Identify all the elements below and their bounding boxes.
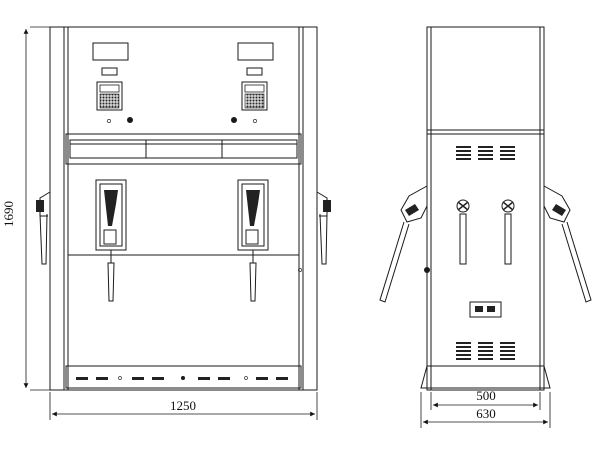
side-view — [379, 26, 592, 428]
front-outer-frame — [49, 26, 318, 391]
display-unit-right — [231, 42, 274, 123]
height-dimension — [23, 26, 50, 391]
side-nozzle-right-profile — [543, 185, 592, 303]
keypad-right — [244, 93, 265, 109]
valve-right — [501, 199, 515, 265]
nozzle-holster-left — [95, 179, 127, 302]
valve-left — [456, 199, 470, 265]
outer-width-dimension — [420, 392, 551, 428]
inner-width-dimension — [430, 392, 541, 410]
front-view — [23, 26, 331, 420]
front-width-label: 1250 — [170, 398, 196, 413]
keypad-frame-right — [241, 81, 268, 111]
side-outer-width-label: 630 — [476, 406, 496, 421]
hose-right — [249, 262, 257, 302]
indicator-right — [253, 119, 257, 123]
side-nozzle-left-profile — [379, 185, 428, 303]
side-nozzle-right — [316, 191, 331, 265]
indicator-left — [107, 119, 111, 123]
side-nozzle-left — [36, 191, 51, 265]
small-display-right — [246, 67, 263, 76]
height-label: 1690 — [1, 201, 16, 227]
hose-left — [107, 262, 115, 302]
lock-icon — [231, 117, 237, 123]
keypad-left — [99, 93, 120, 109]
side-body — [426, 26, 545, 391]
nameplate — [469, 301, 502, 318]
vent-bottom — [456, 342, 515, 360]
middle-band — [65, 133, 302, 165]
vent-top — [456, 146, 515, 160]
nozzle-holster-right — [237, 179, 269, 302]
price-display-right — [237, 42, 274, 61]
lock-icon — [127, 117, 133, 123]
display-unit-left — [92, 42, 133, 123]
keypad-frame-left — [96, 81, 123, 111]
price-display-left — [92, 42, 129, 61]
base-plate — [65, 365, 302, 389]
small-display-left — [101, 67, 118, 76]
width-dimension — [49, 392, 318, 420]
side-inner-width-label: 500 — [476, 388, 496, 403]
